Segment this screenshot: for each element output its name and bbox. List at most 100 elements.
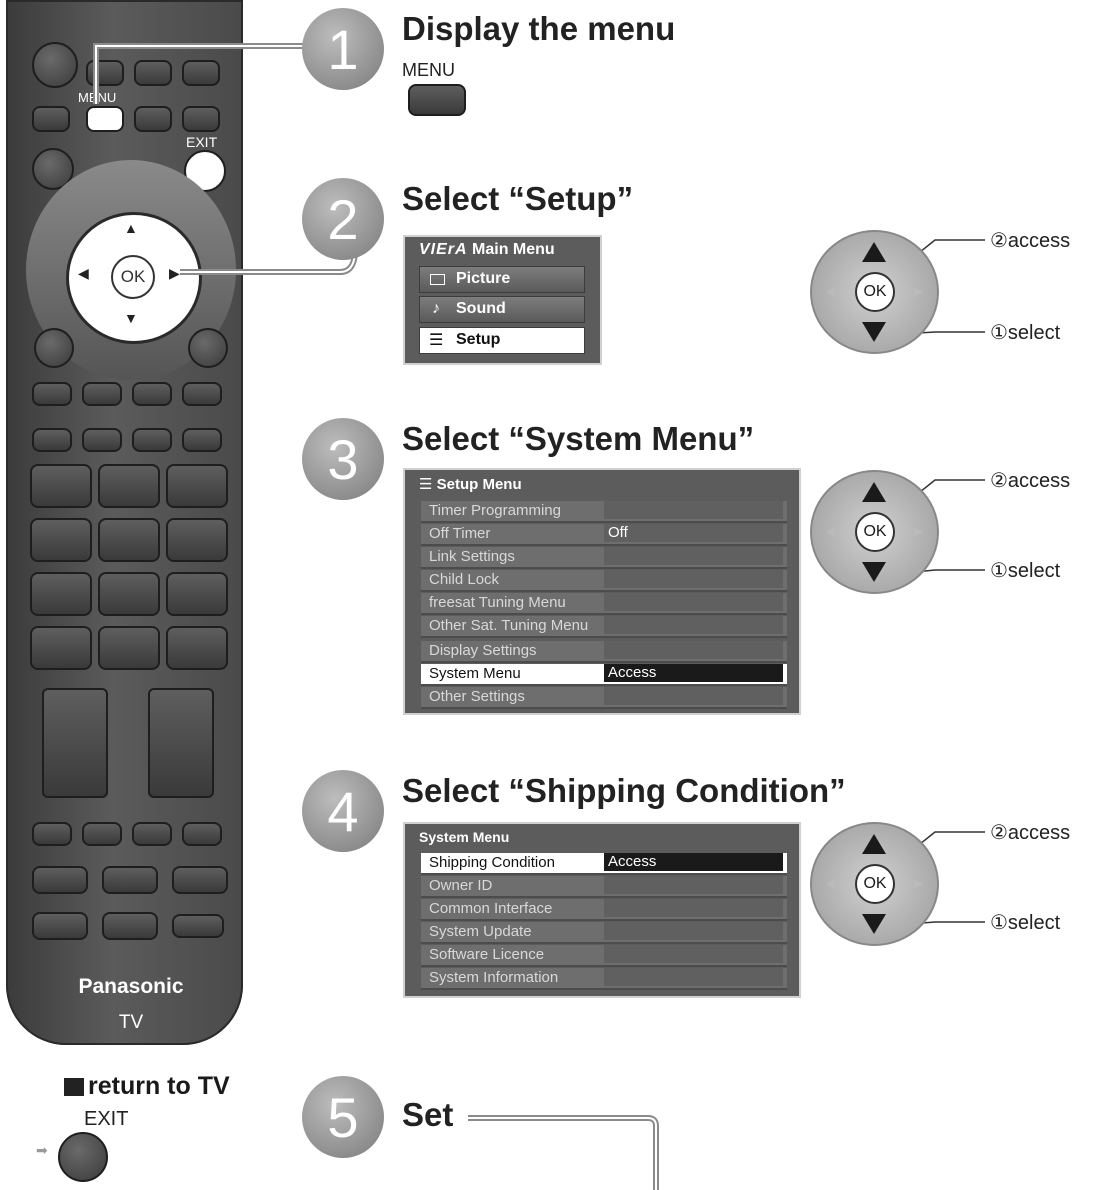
number-button[interactable] xyxy=(98,626,160,670)
row-value xyxy=(604,570,783,588)
dpad-illustration: OK ◀ ▶ xyxy=(810,230,939,354)
remote-button[interactable] xyxy=(182,428,222,452)
remote-button[interactable] xyxy=(32,428,72,452)
setup-menu-row[interactable]: Other Sat. Tuning Menu xyxy=(421,616,787,638)
step-2-badge: 2 xyxy=(302,178,384,260)
step-4-title: Select “Shipping Condition” xyxy=(402,772,846,809)
remote-button[interactable] xyxy=(132,428,172,452)
number-button[interactable] xyxy=(98,518,160,562)
exit-button-label: EXIT xyxy=(186,134,218,150)
row-value xyxy=(604,616,783,634)
remote-button[interactable] xyxy=(102,866,158,894)
setup-menu-row[interactable]: freesat Tuning Menu xyxy=(421,593,787,615)
remote-button[interactable] xyxy=(172,866,228,894)
remote-button[interactable] xyxy=(32,382,72,406)
system-menu-row[interactable]: System Information xyxy=(421,968,787,990)
setup-menu-title: Setup Menu xyxy=(436,476,522,493)
select-callout: ①select xyxy=(990,560,1061,582)
number-button[interactable] xyxy=(30,572,92,616)
system-menu-row[interactable]: Common Interface xyxy=(421,899,787,921)
row-value xyxy=(604,945,783,963)
row-value xyxy=(604,876,783,894)
setup-menu-row[interactable]: Link Settings xyxy=(421,547,787,569)
setup-menu-row[interactable]: Child Lock xyxy=(421,570,787,592)
select-callout: ①select xyxy=(990,912,1061,934)
right-arrow-icon[interactable]: ▶ xyxy=(169,265,180,281)
system-menu-row[interactable]: Owner ID xyxy=(421,876,787,898)
remote-button[interactable] xyxy=(134,106,172,132)
step-1-title: Display the menu xyxy=(402,10,676,47)
setup-menu-header: ☰ Setup Menu xyxy=(419,475,522,493)
volume-rocker[interactable] xyxy=(42,688,108,798)
number-button[interactable] xyxy=(166,572,228,616)
number-button[interactable] xyxy=(30,626,92,670)
system-menu-row[interactable]: Software Licence xyxy=(421,945,787,967)
remote-button[interactable] xyxy=(34,328,74,368)
exit-button[interactable] xyxy=(58,1132,108,1182)
remote-button[interactable] xyxy=(182,60,220,86)
up-arrow-icon[interactable]: ▲ xyxy=(124,220,138,236)
remote-button[interactable] xyxy=(132,822,172,846)
remote-button[interactable] xyxy=(188,328,228,368)
row-name: Other Settings xyxy=(429,688,525,705)
main-menu-item-sound[interactable]: ♪ Sound xyxy=(419,296,585,323)
power-button[interactable] xyxy=(32,42,78,88)
number-button[interactable] xyxy=(30,518,92,562)
remote-button[interactable] xyxy=(82,428,122,452)
row-name: Child Lock xyxy=(429,571,500,588)
down-arrow-icon xyxy=(862,914,886,934)
setup-menu-row[interactable]: Display Settings xyxy=(421,641,787,663)
remote-button[interactable] xyxy=(82,382,122,406)
connector-line xyxy=(95,45,304,104)
remote-button[interactable] xyxy=(32,866,88,894)
connector-line xyxy=(468,1117,657,1190)
setup-menu-row[interactable]: Other Settings xyxy=(421,687,787,709)
channel-rocker[interactable] xyxy=(148,688,214,798)
right-arrow-icon: ▶ xyxy=(913,284,923,298)
number-button[interactable] xyxy=(30,464,92,508)
ok-icon: OK xyxy=(855,512,895,552)
system-menu-row[interactable]: System Update xyxy=(421,922,787,944)
remote-switch[interactable] xyxy=(172,914,224,938)
number-button[interactable] xyxy=(166,518,228,562)
ok-icon: OK xyxy=(855,272,895,312)
down-arrow-icon xyxy=(862,562,886,582)
remote-button[interactable] xyxy=(86,60,124,86)
number-button[interactable] xyxy=(166,626,228,670)
step-3-badge: 3 xyxy=(302,418,384,500)
left-arrow-icon[interactable]: ◀ xyxy=(78,265,89,281)
remote-button[interactable] xyxy=(134,60,172,86)
access-callout: ②access xyxy=(990,470,1071,492)
down-arrow-icon xyxy=(862,322,886,342)
remote-button[interactable] xyxy=(82,822,122,846)
brand-sub: TV xyxy=(118,1012,144,1033)
remote-button[interactable] xyxy=(182,382,222,406)
menu-key-label: MENU xyxy=(402,60,455,80)
row-value xyxy=(604,501,783,519)
number-button[interactable] xyxy=(98,464,160,508)
menu-button[interactable] xyxy=(86,106,124,132)
remote-button[interactable] xyxy=(132,382,172,406)
main-menu-item-setup[interactable]: ☰ Setup xyxy=(419,327,585,354)
number-button[interactable] xyxy=(166,464,228,508)
remote-control: MENU EXIT OK ▲ ▼ ◀ ▶ Panasonic TV xyxy=(6,0,243,1045)
main-menu-item-picture[interactable]: Picture xyxy=(419,266,585,293)
row-value xyxy=(604,899,783,917)
remote-button[interactable] xyxy=(102,912,158,940)
up-arrow-icon xyxy=(862,242,886,262)
step-5-title: Set xyxy=(402,1096,454,1133)
down-arrow-icon[interactable]: ▼ xyxy=(124,310,138,326)
setup-menu-row[interactable]: Timer Programming xyxy=(421,501,787,523)
remote-button[interactable] xyxy=(182,106,220,132)
number-button[interactable] xyxy=(98,572,160,616)
up-arrow-icon xyxy=(862,482,886,502)
ok-button[interactable]: OK xyxy=(111,255,155,299)
remote-button[interactable] xyxy=(32,912,88,940)
remote-button[interactable] xyxy=(32,106,70,132)
remote-button[interactable] xyxy=(182,822,222,846)
remote-button[interactable] xyxy=(32,822,72,846)
